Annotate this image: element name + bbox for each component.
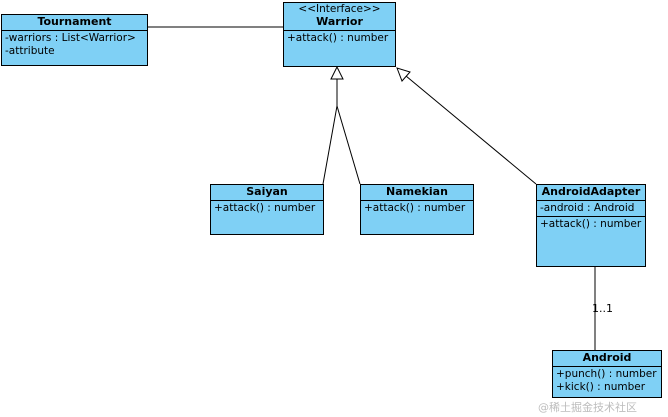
class-name: Tournament xyxy=(37,15,112,28)
class-namekian: Namekian +attack() : number xyxy=(360,184,474,235)
attribute-row: -android : Android xyxy=(540,202,635,214)
attribute-row: -warriors : List<Warrior> xyxy=(5,32,136,44)
operation-row: +kick() : number xyxy=(556,381,646,393)
generalization-arrowhead-right xyxy=(396,67,411,82)
operations-section: +punch() : number +kick() : number xyxy=(553,367,661,395)
class-name: Warrior xyxy=(316,15,363,28)
multiplicity-label: 1..1 xyxy=(592,302,613,315)
operation-row: +attack() : number xyxy=(364,202,466,214)
operation-row: +attack() : number xyxy=(214,202,316,214)
class-name: AndroidAdapter xyxy=(541,185,641,198)
attribute-row: -attribute xyxy=(5,45,55,57)
stereotype-label: <<Interface>> xyxy=(298,3,381,15)
operation-row: +attack() : number xyxy=(540,218,642,230)
class-name: Android xyxy=(582,351,632,364)
class-android: Android +punch() : number +kick() : numb… xyxy=(552,350,662,398)
class-name: Namekian xyxy=(386,185,448,198)
operations-section: +attack() : number xyxy=(537,217,645,232)
class-android-adapter: AndroidAdapter -android : Android +attac… xyxy=(536,184,646,267)
class-tournament: Tournament -warriors : List<Warrior> -at… xyxy=(1,14,148,66)
operations-section: +attack() : number xyxy=(211,201,323,216)
class-saiyan: Saiyan +attack() : number xyxy=(210,184,324,235)
operation-row: +punch() : number xyxy=(556,368,657,380)
operations-section: +attack() : number xyxy=(361,201,473,216)
generalization-adapter-warrior xyxy=(405,75,537,185)
operations-section: +attack() : number xyxy=(284,31,395,46)
operation-row: +attack() : number xyxy=(287,32,389,44)
class-name: Saiyan xyxy=(246,185,288,198)
generalization-namekian-warrior xyxy=(336,105,361,185)
attributes-section: -warriors : List<Warrior> -attribute xyxy=(2,31,147,59)
watermark-text: @稀土掘金技术社区 xyxy=(538,401,637,414)
generalization-arrowhead-left xyxy=(330,65,344,80)
interface-warrior: <<Interface>> Warrior +attack() : number xyxy=(283,2,396,67)
attributes-section: -android : Android xyxy=(537,201,645,217)
generalization-saiyan-warrior xyxy=(322,79,338,185)
